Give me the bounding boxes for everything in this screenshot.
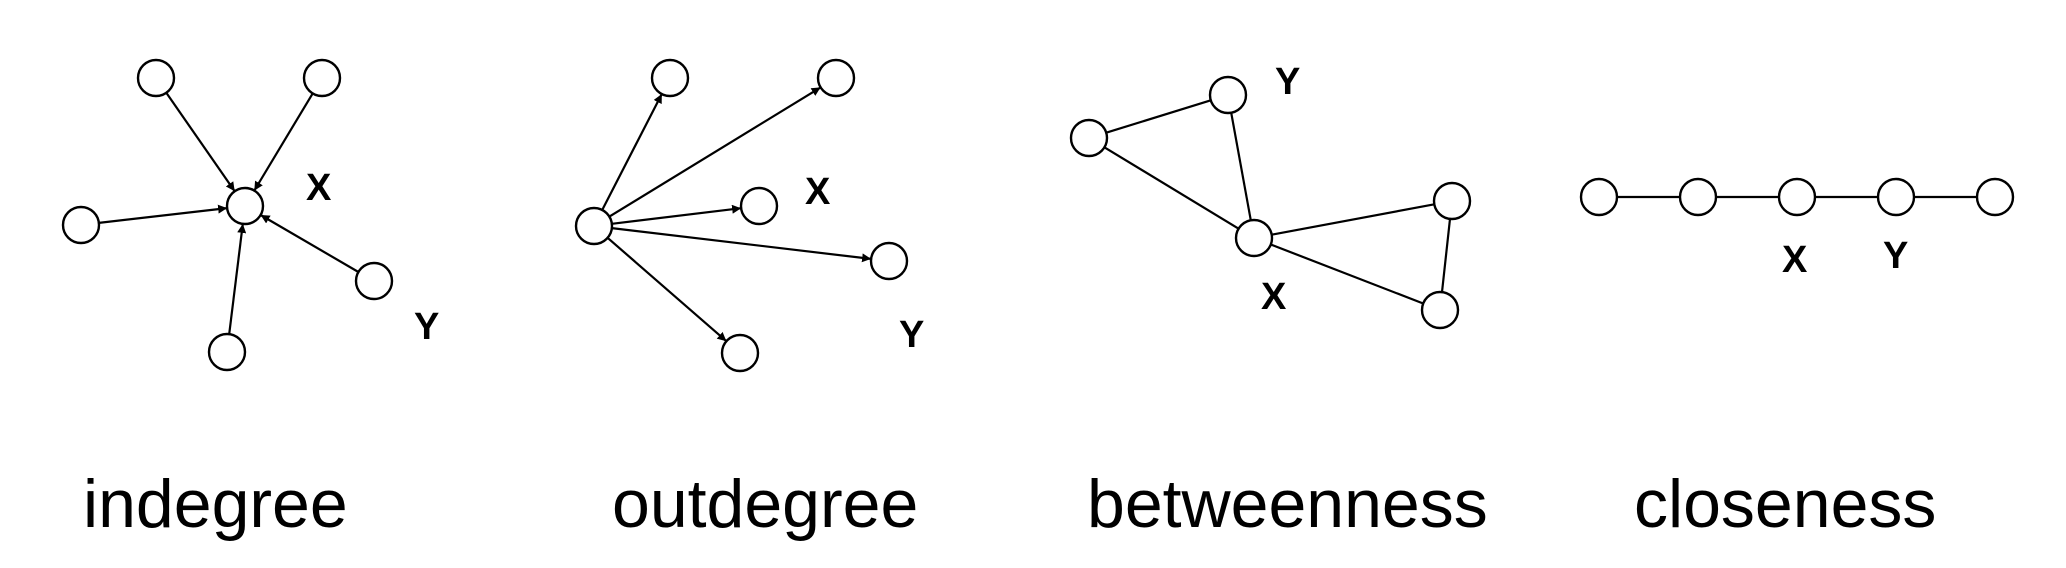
closeness-caption: closeness — [1634, 466, 1936, 542]
outdegree-edge-2-arrow — [608, 86, 822, 218]
indegree-y-label: Y — [414, 306, 439, 348]
betweenness-caption: betweenness — [1087, 466, 1488, 542]
outdegree-edge-3-arrow — [611, 227, 872, 263]
outdegree-edge-1-arrow — [601, 93, 663, 211]
closeness-node-2 — [1777, 177, 1817, 217]
outdegree-y-label: Y — [899, 314, 924, 356]
indegree-node-3 — [302, 58, 342, 98]
indegree-node-1 — [225, 186, 265, 226]
betweenness-x-label: X — [1261, 276, 1287, 318]
outdegree-caption: outdegree — [612, 466, 918, 542]
indegree-edge-3-arrow — [260, 214, 359, 273]
betweenness-y-label: Y — [1275, 61, 1300, 103]
closeness-node-0 — [1579, 177, 1619, 217]
closeness-node-1 — [1678, 177, 1718, 217]
closeness-node-4 — [1975, 177, 2015, 217]
betweenness-edge-3 — [1271, 203, 1435, 236]
indegree-edge-1-arrow — [165, 92, 236, 192]
indegree-x-label: X — [306, 167, 332, 209]
betweenness-node-1 — [1208, 75, 1248, 115]
outdegree-node-2 — [650, 58, 690, 98]
indegree-node-4 — [354, 261, 394, 301]
indegree-caption: indegree — [83, 466, 348, 542]
indegree-nodes — [61, 58, 394, 372]
closeness-x-label: X — [1782, 239, 1808, 281]
indegree-node-0 — [61, 205, 101, 245]
panel-betweenness: X Y betweenness — [1069, 61, 1488, 542]
betweenness-edge-5 — [1440, 218, 1452, 293]
closeness-y-label: Y — [1883, 235, 1908, 277]
closeness-nodes — [1579, 177, 2015, 217]
indegree-edge-4-arrow — [228, 223, 247, 335]
outdegree-edges — [601, 86, 872, 343]
betweenness-nodes — [1069, 75, 1472, 330]
panel-closeness: X Y closeness — [1579, 177, 2015, 542]
closeness-node-3 — [1876, 177, 1916, 217]
betweenness-edge-0 — [1105, 99, 1212, 134]
outdegree-node-3 — [816, 58, 856, 98]
outdegree-node-4 — [869, 241, 909, 281]
outdegree-node-0 — [739, 186, 779, 226]
indegree-edge-2-arrow — [253, 92, 314, 192]
indegree-edges — [98, 92, 359, 335]
indegree-node-2 — [136, 58, 176, 98]
panel-indegree: X Y indegree — [61, 58, 439, 542]
outdegree-x-label: X — [805, 171, 831, 213]
betweenness-node-2 — [1234, 218, 1274, 258]
betweenness-node-0 — [1069, 118, 1109, 158]
indegree-edge-0-arrow — [98, 204, 228, 224]
outdegree-edge-0-arrow — [611, 204, 742, 225]
outdegree-nodes — [574, 58, 909, 373]
betweenness-edge-1 — [1103, 146, 1240, 230]
panel-outdegree: X Y outdegree — [574, 58, 924, 542]
betweenness-edge-2 — [1230, 112, 1252, 221]
betweenness-edges — [1103, 99, 1452, 305]
betweenness-node-3 — [1432, 181, 1472, 221]
betweenness-edge-4 — [1270, 243, 1424, 305]
outdegree-node-5 — [720, 333, 760, 373]
outdegree-node-1 — [574, 206, 614, 246]
indegree-node-5 — [207, 332, 247, 372]
betweenness-node-4 — [1420, 290, 1460, 330]
outdegree-edge-4-arrow — [606, 236, 728, 343]
